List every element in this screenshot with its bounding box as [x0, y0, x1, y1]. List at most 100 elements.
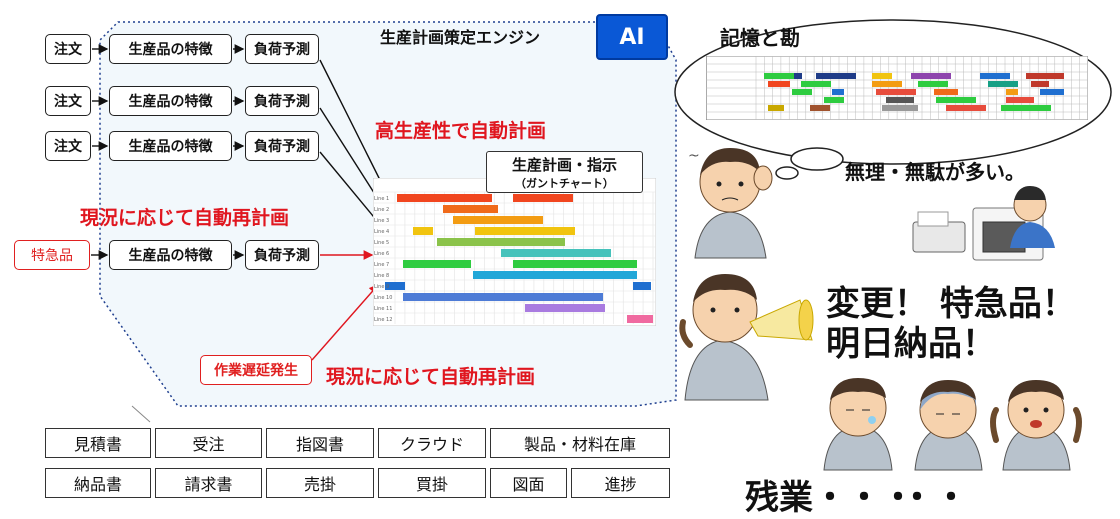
manual-schedule-bar: [1040, 89, 1064, 95]
gantt-bar: [633, 282, 651, 290]
gantt-bar: [397, 194, 492, 202]
gantt-bar: [403, 293, 603, 301]
manual-schedule-bar: [794, 73, 802, 79]
manual-schedule-bar: [872, 73, 892, 79]
gantt-line-label: Line 3: [374, 218, 389, 224]
gantt-bar: [501, 249, 611, 257]
gantt-bar: [385, 282, 405, 290]
product-feature-box-3: 生産品の特徴: [109, 131, 232, 161]
manual-schedule-bar: [792, 89, 812, 95]
manual-schedule-bar: [936, 97, 976, 103]
order-box-2: 注文: [45, 86, 91, 116]
doc-receivable: 売掛: [266, 468, 374, 498]
tired-worker-1-figure: [823, 378, 893, 471]
gantt-bar: [413, 227, 433, 235]
gantt-grid: [373, 191, 656, 324]
change-urgent-shout: 変更！ 特急品！ 明日納品！: [826, 284, 1076, 364]
doc-invoice: 請求書: [155, 468, 262, 498]
worried-worker-figure: ~: [688, 148, 773, 259]
manual-schedule-bar: [810, 105, 830, 111]
gantt-title: 生産計画・指示: [511, 156, 617, 174]
megaphone-worker-figure: [679, 274, 814, 401]
overtime-dots: ・・: [900, 478, 968, 518]
doc-cloud: クラウド: [378, 428, 486, 458]
doc-drawing: 図面: [490, 468, 567, 498]
product-feature-box-1: 生産品の特徴: [109, 34, 232, 64]
manual-schedule-bar: [801, 81, 831, 87]
tired-worker-3-figure: [990, 380, 1082, 471]
overtime-text: 残業・・・: [745, 478, 915, 518]
order-box-1: 注文: [45, 34, 91, 64]
complaint-text: 無理・無駄が多い。: [845, 160, 1025, 184]
gantt-line-label: Line 7: [374, 262, 389, 268]
manual-schedule-bar: [872, 81, 902, 87]
manual-schedule-bar: [882, 105, 918, 111]
product-feature-box-4: 生産品の特徴: [109, 240, 232, 270]
gantt-bar: [513, 194, 573, 202]
svg-text:~: ~: [688, 148, 700, 164]
manual-schedule-table: [706, 56, 1088, 120]
manual-schedule-bar: [988, 81, 1018, 87]
manual-schedule-bar: [768, 105, 784, 111]
gantt-bar: [525, 304, 605, 312]
load-forecast-box-1: 負荷予測: [245, 34, 319, 64]
manual-schedule-bar: [832, 89, 844, 95]
gantt-bar: [453, 216, 543, 224]
manual-schedule-bars: [764, 73, 1064, 111]
manual-schedule-bar: [768, 81, 790, 87]
gantt-bar: [443, 205, 498, 213]
gantt-line-label: Line 8: [374, 273, 389, 279]
manual-schedule-bar: [934, 89, 958, 95]
gantt-line-label: Line 6: [374, 251, 389, 257]
ai-badge: AI: [596, 14, 668, 60]
manual-schedule-bar: [980, 73, 1010, 79]
load-forecast-box-3: 負荷予測: [245, 131, 319, 161]
manual-schedule-bar: [824, 97, 844, 103]
work-delay-box: 作業遅延発生: [200, 355, 312, 385]
manual-schedule-bar: [1031, 81, 1049, 87]
manual-schedule-bar: [911, 73, 951, 79]
gantt-line-label: Line 10: [374, 295, 392, 301]
gantt-line-label: Line 5: [374, 240, 389, 246]
manual-schedule-bar: [1006, 97, 1034, 103]
memory-intuition-title: 記憶と勘: [720, 26, 800, 50]
gantt-bar: [473, 271, 637, 279]
doc-order-received: 受注: [155, 428, 262, 458]
engine-title: 生産計画策定エンジン: [380, 28, 541, 47]
manual-schedule-bar: [886, 97, 914, 103]
gantt-bars: [385, 194, 653, 323]
doc-progress: 進捗: [571, 468, 670, 498]
gantt-bar: [627, 315, 653, 323]
manual-schedule-bar: [764, 73, 794, 79]
replan-text-bottom: 現況に応じて自動再計画: [326, 366, 536, 388]
manual-schedule-bar: [918, 81, 948, 87]
gantt-line-label: Line 12: [374, 317, 392, 323]
doc-estimate: 見積書: [45, 428, 151, 458]
gantt-bar: [475, 227, 575, 235]
manual-schedule-bar: [816, 73, 856, 79]
shout-line-2: 明日納品！: [826, 324, 996, 364]
doc-payable: 買掛: [378, 468, 486, 498]
order-box-3: 注文: [45, 131, 91, 161]
tired-worker-2-figure: [914, 380, 983, 471]
gantt-line-label: Line 9: [374, 284, 389, 290]
urgent-item-box: 特急品: [14, 240, 90, 270]
replan-text-top: 現況に応じて自動再計画: [80, 207, 290, 229]
manual-schedule-bar: [946, 105, 986, 111]
gantt-line-label: Line 4: [374, 229, 389, 235]
high-productivity-text: 高生産性で自動計画: [375, 120, 547, 142]
gantt-line-label: Line 1: [374, 196, 389, 202]
shout-line-1: 変更！ 特急品！: [826, 284, 1076, 324]
doc-delivery-note: 納品書: [45, 468, 151, 498]
gantt-title-box: 生産計画・指示 （ガントチャート）: [486, 151, 643, 193]
manual-schedule-bar: [1001, 105, 1051, 111]
manual-schedule-bar: [1006, 89, 1018, 95]
gantt-bar: [437, 238, 565, 246]
gantt-subtitle: （ガントチャート）: [515, 177, 614, 190]
gantt-bar: [513, 260, 637, 268]
product-feature-box-2: 生産品の特徴: [109, 86, 232, 116]
doc-instructions: 指図書: [266, 428, 374, 458]
